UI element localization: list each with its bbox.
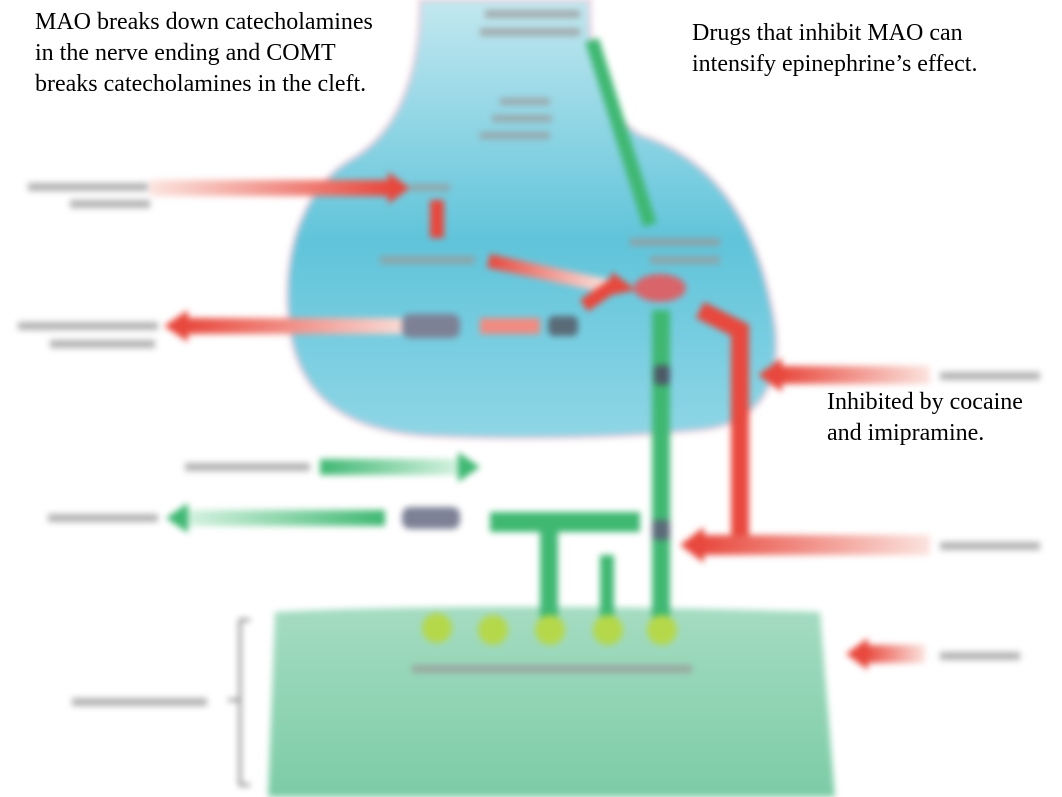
annotation-mao-comt: MAO breaks down catecholamines in the ne… <box>35 7 373 100</box>
annotation-cocaine: Inhibited by cocaine and imipramine. <box>827 387 1023 449</box>
effector-organ <box>268 606 835 797</box>
annotation-drugs-mao: Drugs that inhibit MAO can intensify epi… <box>692 18 977 80</box>
red-arrow-left-out <box>185 318 415 334</box>
green-arrow-uptake <box>320 459 460 475</box>
bracket-icon <box>228 619 250 786</box>
enzyme-icon <box>634 274 686 302</box>
green-arrow-metabolism <box>185 510 385 526</box>
annotation-line: MAO breaks down catecholamines <box>35 9 373 35</box>
release-column <box>652 310 670 640</box>
red-arrow-top-left <box>150 180 390 196</box>
receptor-icon <box>422 613 452 643</box>
annotation-line: intensify epinephrine’s effect. <box>692 51 978 77</box>
annotation-line: and imipramine. <box>827 420 985 446</box>
vesicle-transport-arrow <box>585 37 657 228</box>
annotation-line: Inhibited by cocaine <box>827 389 1023 415</box>
annotation-line: in the nerve ending and COMT <box>35 40 336 66</box>
annotation-line: breaks catecholamines in the cleft. <box>35 71 367 97</box>
annotation-line: Drugs that inhibit MAO can <box>692 20 963 46</box>
